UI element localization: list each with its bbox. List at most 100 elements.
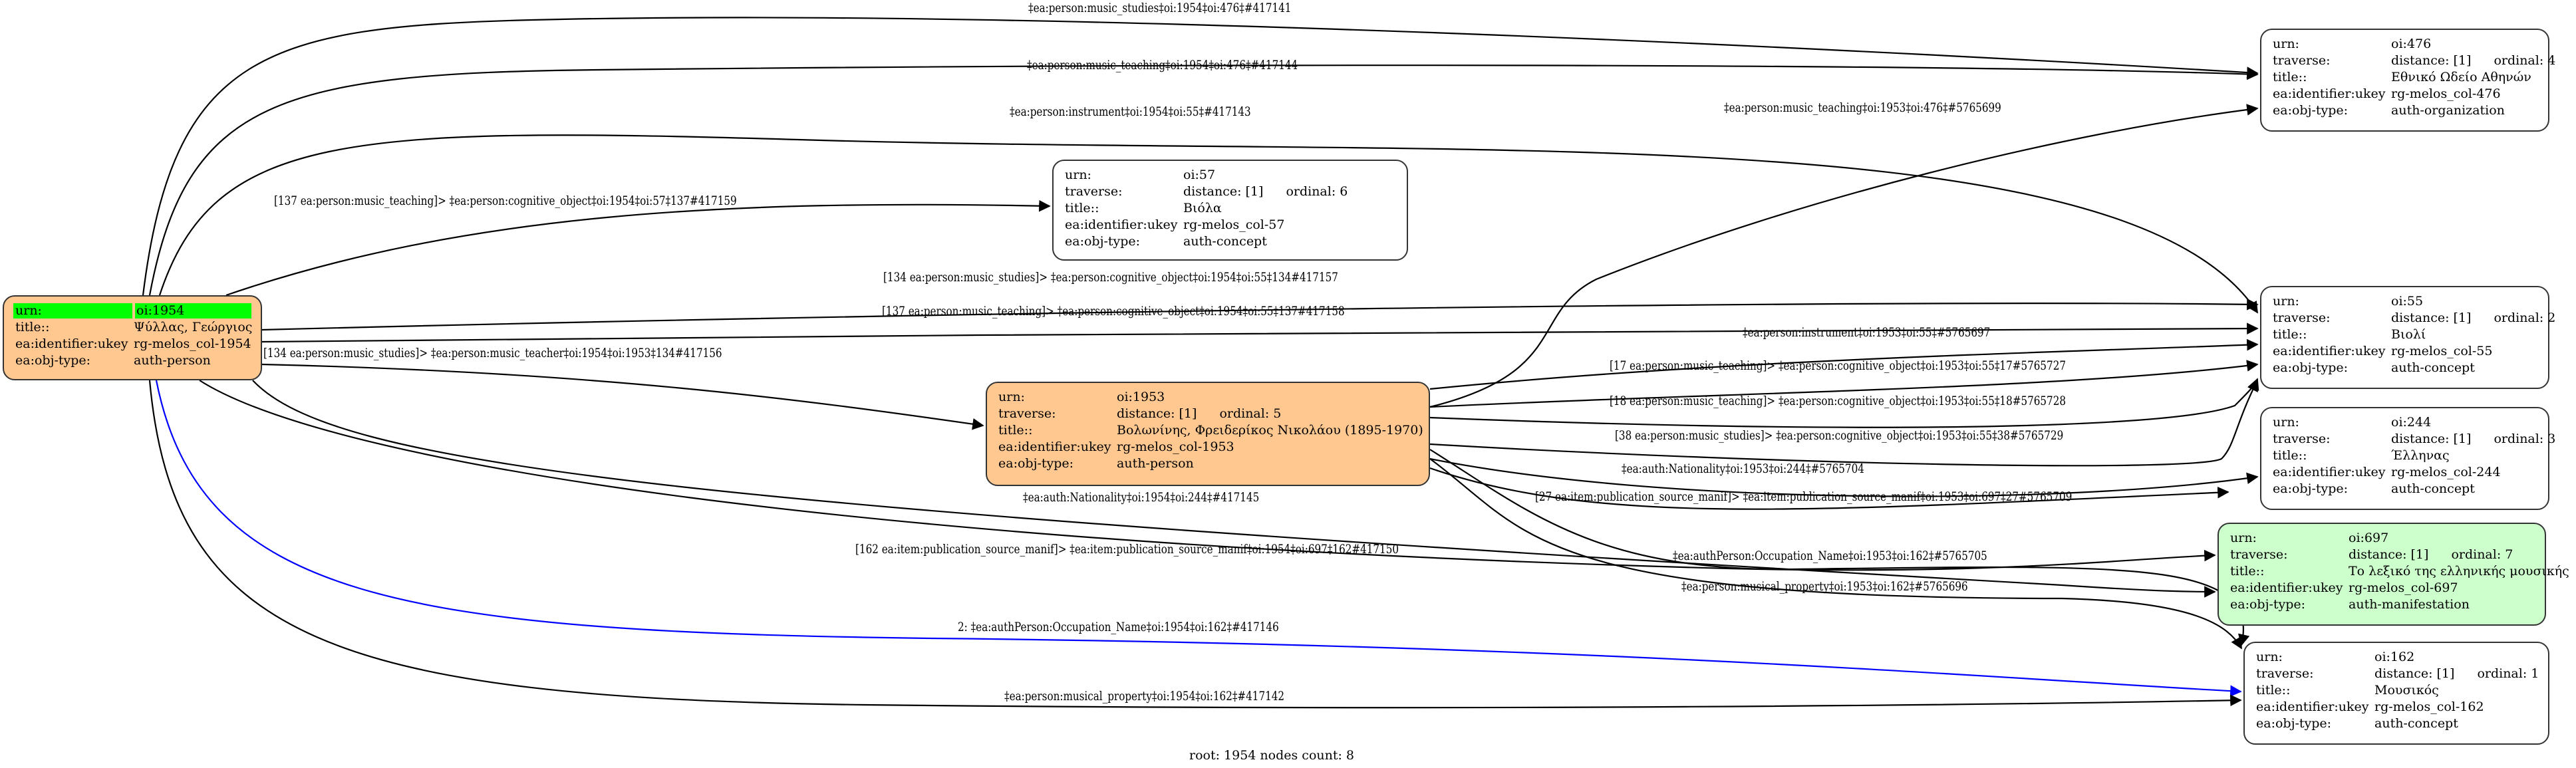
value-distance: distance: [1] <box>2391 311 2472 325</box>
edge-label: ‡ea:person:music_teaching‡oi:1954‡oi:476… <box>1027 59 1298 72</box>
edge-label: ‡ea:auth:Nationality‡oi:1953‡oi:244‡#576… <box>1622 462 1864 476</box>
value-title: Βιολί <box>2391 327 2426 342</box>
edge-arrow <box>199 380 2216 571</box>
value-ordinal: ordinal: 3 <box>2494 432 2556 446</box>
node-ukey-row: ea:identifier:ukey rg-melos_col-1954 <box>13 336 251 352</box>
edge-label: [18 ea:person:music_teaching]> ‡ea:perso… <box>1610 394 2067 408</box>
value-ukey: rg-melos_col-697 <box>2349 580 2458 595</box>
edge-label: ‡ea:person:instrument‡oi:1953‡oi:55‡#576… <box>1743 326 1991 340</box>
key-title: title:: <box>2273 70 2307 84</box>
value-urn: oi:1953 <box>1117 390 1165 404</box>
value-objtype: auth-concept <box>2391 360 2475 375</box>
value-title: Εθνικό Ωδείο Αθηνών <box>2391 70 2531 84</box>
edge-arrow <box>148 64 2259 296</box>
key-title: title:: <box>2273 448 2307 463</box>
key-objtype: ea:obj-type: <box>2273 481 2349 496</box>
node-697[interactable]: urn:oi:697 traverse:distance: [1]ordinal… <box>2218 523 2569 626</box>
node-57[interactable]: urn:oi:57 traverse:distance: [1]ordinal:… <box>1052 160 1408 261</box>
value-ordinal: ordinal: 4 <box>2494 53 2556 68</box>
value-distance: distance: [1] <box>2349 547 2429 562</box>
value-title: Ψύλλας, Γεώργιος <box>134 320 253 334</box>
edge-arrow <box>252 380 2216 598</box>
value-urn: oi:1954 <box>135 303 251 319</box>
edge-arrow <box>155 380 2242 697</box>
key-traverse: traverse: <box>998 406 1056 421</box>
value-urn: oi:476 <box>2391 37 2432 51</box>
edge-label: 2: ‡ea:authPerson:Occupation_Name‡oi:195… <box>958 620 1279 634</box>
key-objtype: ea:obj-type: <box>2273 360 2349 375</box>
value-urn: oi:57 <box>1183 168 1216 182</box>
key-traverse: traverse: <box>2256 666 2314 681</box>
edge-arrow <box>261 298 2259 331</box>
value-objtype: auth-person <box>134 353 211 368</box>
value-ordinal: ordinal: 7 <box>2451 547 2513 562</box>
edge-label: ‡ea:person:music_teaching‡oi:1953‡oi:476… <box>1724 101 2001 115</box>
value-urn: oi:55 <box>2391 294 2424 309</box>
value-title: Μουσικός <box>2374 683 2439 698</box>
edge-arrow <box>1429 457 2259 497</box>
key-traverse: traverse: <box>2273 311 2331 325</box>
node-1953[interactable]: urn:oi:1953 traverse:distance: [1]ordina… <box>986 382 1430 486</box>
key-objtype: ea:obj-type: <box>1065 234 1141 249</box>
edge-label: ‡ea:person:instrument‡oi:1954‡oi:55‡#417… <box>1010 105 1251 119</box>
edge-label: [137 ea:person:music_teaching]> ‡ea:pers… <box>882 305 1345 319</box>
key-ukey: ea:identifier:ukey <box>15 336 128 351</box>
node-urn-row: urn:oi:1954 <box>13 303 251 319</box>
value-title: Βιόλα <box>1183 201 1222 215</box>
key-ukey: ea:identifier:ukey <box>2273 465 2386 479</box>
edge-arrow <box>1429 104 2259 408</box>
edge-arrow <box>1429 360 2259 408</box>
edge-arrow <box>1429 338 2259 390</box>
value-distance: distance: [1] <box>2391 53 2472 68</box>
edge-arrow <box>1429 458 2242 650</box>
key-traverse: traverse: <box>2273 53 2331 68</box>
edge-arrow <box>1429 449 2250 646</box>
value-urn: oi:244 <box>2391 415 2432 430</box>
edge-label: ‡ea:person:music_studies‡oi:1954‡oi:476‡… <box>1028 1 1292 15</box>
value-title: Το λεξικό της ελληνικής μουσικής <box>2349 564 2569 578</box>
key-urn: urn: <box>2256 650 2283 664</box>
value-ukey: rg-melos_col-57 <box>1183 217 1285 232</box>
value-ordinal: ordinal: 2 <box>2494 311 2556 325</box>
value-objtype: auth-concept <box>2391 481 2475 496</box>
value-ordinal: ordinal: 6 <box>1286 184 1348 199</box>
key-traverse: traverse: <box>2273 432 2331 446</box>
edge-arrow <box>142 17 2259 296</box>
value-ordinal: ordinal: 5 <box>1219 406 1282 421</box>
key-title: title:: <box>2230 564 2265 578</box>
key-urn: urn: <box>2273 37 2299 51</box>
value-ukey: rg-melos_col-1953 <box>1117 440 1234 454</box>
key-objtype: ea:obj-type: <box>2230 597 2306 612</box>
node-244[interactable]: urn:oi:244 traverse:distance: [1]ordinal… <box>2260 407 2555 510</box>
edge-label: [162 ea:item:publication_source_manif]> … <box>855 543 1399 557</box>
key-objtype: ea:obj-type: <box>2273 103 2349 118</box>
edge-arrow <box>261 322 2259 343</box>
key-title: title:: <box>998 423 1033 438</box>
value-objtype: auth-concept <box>2374 716 2458 731</box>
edge-label: [137 ea:person:music_teaching]> ‡ea:pers… <box>274 194 737 208</box>
key-ukey: ea:identifier:ukey <box>1065 217 1178 232</box>
node-162[interactable]: urn:oi:162 traverse:distance: [1]ordinal… <box>2243 642 2549 745</box>
key-urn: urn: <box>2273 415 2299 430</box>
edge-arrow <box>225 199 1051 297</box>
value-ukey: rg-melos_col-244 <box>2391 465 2501 479</box>
node-55[interactable]: urn:oi:55 traverse:distance: [1]ordinal:… <box>2260 286 2555 389</box>
edge-label: [27 ea:item:publication_source_manif]> ‡… <box>1535 490 2073 504</box>
value-objtype: auth-organization <box>2391 103 2505 118</box>
value-objtype: auth-manifestation <box>2349 597 2470 612</box>
key-traverse: traverse: <box>2230 547 2288 562</box>
edge-label: [134 ea:person:music_studies]> ‡ea:perso… <box>883 271 1338 285</box>
node-root-1954[interactable]: urn:oi:1954 title::Ψύλλας, Γεώργιος ea:i… <box>3 295 262 380</box>
node-476[interactable]: urn: oi:476 traverse: distance: [1] ordinal… <box>2260 29 2555 132</box>
key-title: title:: <box>2273 327 2307 342</box>
key-title: title:: <box>15 320 50 334</box>
edge-label: ‡ea:person:musical_property‡oi:1954‡oi:1… <box>1004 690 1285 704</box>
value-distance: distance: [1] <box>1183 184 1264 199</box>
value-ukey: rg-melos_col-1954 <box>134 336 251 351</box>
value-title: Έλληνας <box>2391 448 2450 463</box>
key-ukey: ea:identifier:ukey <box>2273 344 2386 358</box>
key-urn: urn: <box>998 390 1025 404</box>
footer-root-info: root: 1954 nodes count: 8 <box>1189 748 1355 763</box>
key-objtype: ea:obj-type: <box>15 353 91 368</box>
value-objtype: auth-concept <box>1183 234 1267 249</box>
